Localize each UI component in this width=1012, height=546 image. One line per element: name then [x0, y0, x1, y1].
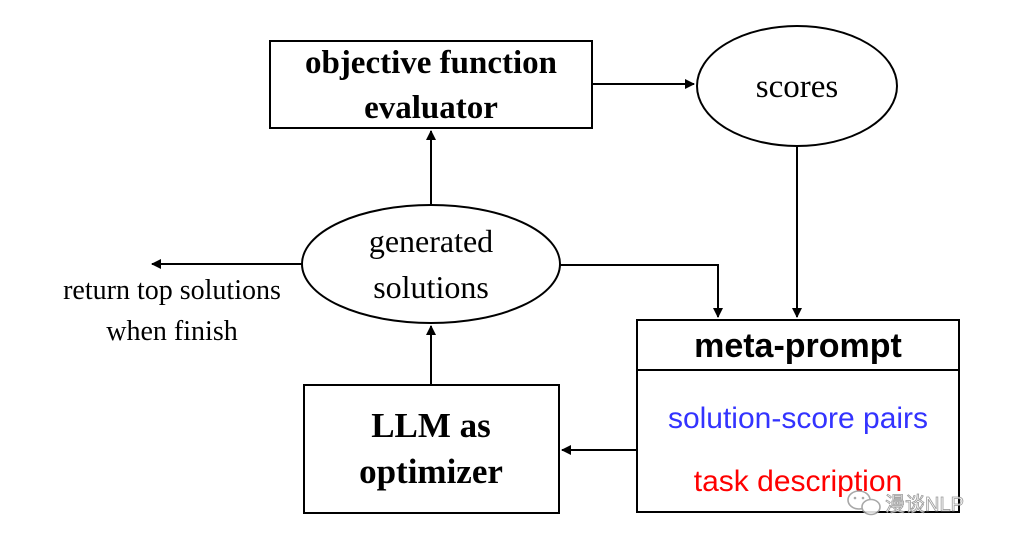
meta-prompt-item-solution-score-pairs: solution-score pairs [668, 402, 928, 435]
llm-optimizer-line1: LLM as [371, 406, 491, 445]
return-note-line2: when finish [106, 316, 237, 347]
llm-optimizer-node: LLM as optimizer [303, 384, 560, 514]
scores-node: scores [696, 25, 898, 147]
watermark: 漫谈NLP [847, 490, 964, 516]
meta-prompt-title: meta-prompt [694, 327, 902, 365]
llm-optimizer-line2: optimizer [359, 452, 503, 491]
arrows [151, 79, 802, 455]
wechat-icon [847, 490, 881, 516]
return-note-line1: return top solutions [63, 275, 281, 306]
scores-label: scores [756, 69, 838, 105]
watermark-text: 漫谈NLP [885, 493, 964, 516]
evaluator-label-line1: objective function [305, 45, 557, 81]
return-note: return top solutions when finish [63, 275, 281, 347]
generated-solutions-node: generated solutions [301, 204, 561, 324]
meta-prompt-item-task-description: task description [694, 465, 902, 498]
evaluator-node: objective function evaluator [269, 40, 593, 129]
evaluator-label-line2: evaluator [364, 90, 498, 126]
generated-solutions-line2: solutions [373, 269, 489, 305]
generated-solutions-line1: generated [369, 223, 493, 259]
meta-prompt-node: meta-prompt solution-score pairs task de… [636, 319, 960, 513]
arrow-generated-to-meta-prompt [560, 264, 723, 318]
